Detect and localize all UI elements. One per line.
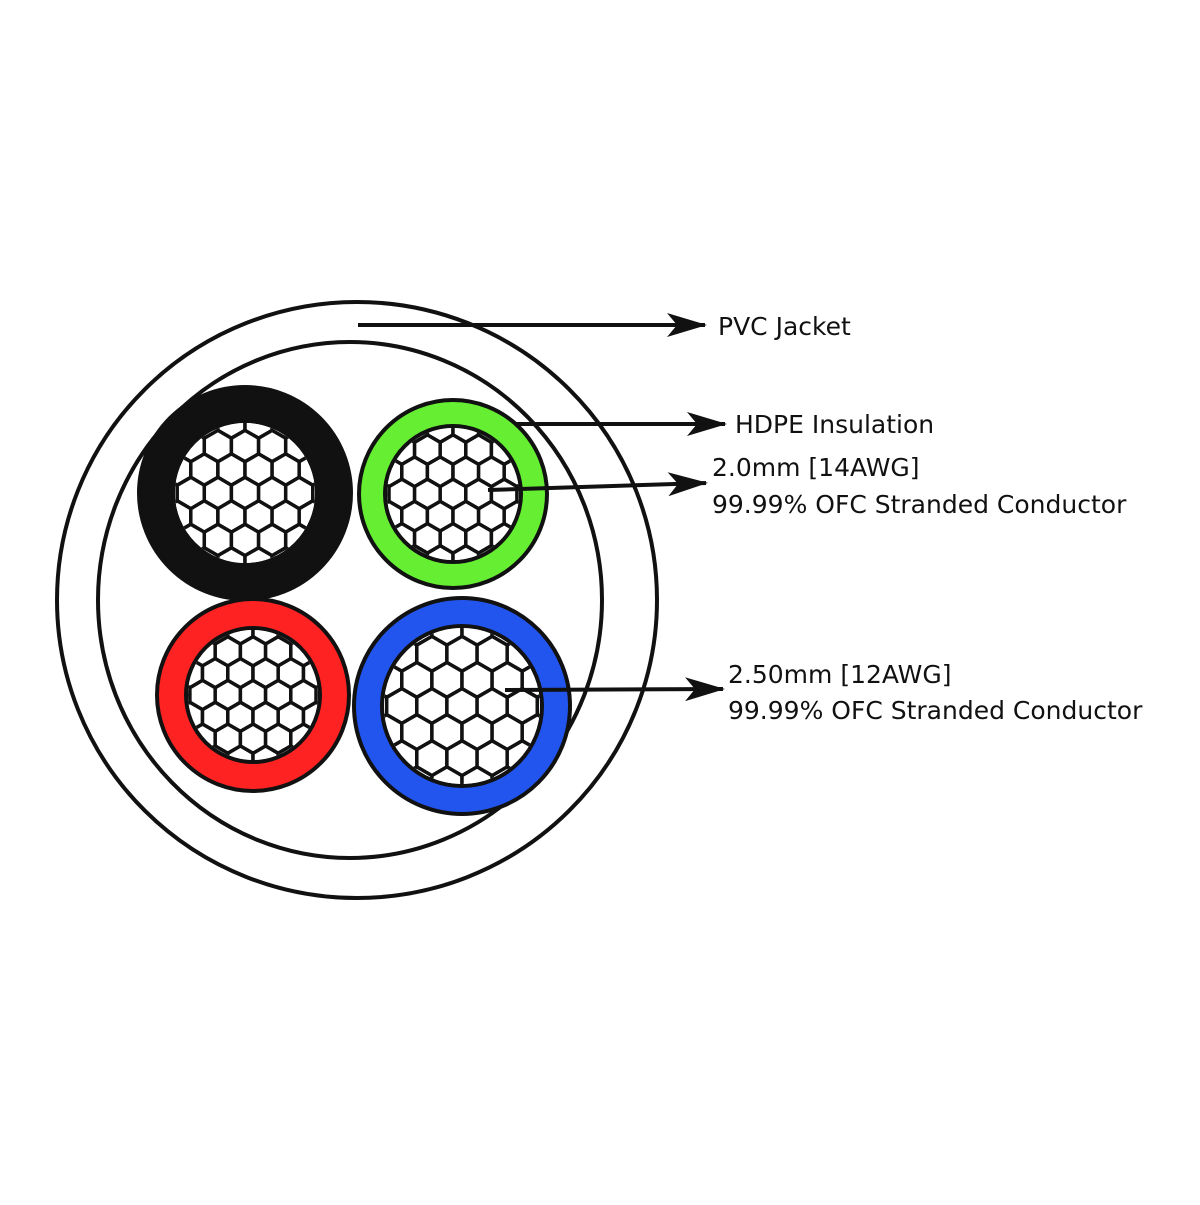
core-red xyxy=(155,597,351,793)
core-blue xyxy=(352,596,572,816)
callout-labels: PVC Jacket HDPE Insulation 2.0mm [14AWG]… xyxy=(712,312,1143,725)
large-conductor-leader-arrow xyxy=(504,677,725,702)
label-small-size: 2.0mm [14AWG] xyxy=(712,453,920,482)
conductor-strand xyxy=(515,477,519,511)
pvc-jacket xyxy=(55,300,659,900)
small-conductor-leader-arrow xyxy=(487,472,708,497)
conductor-strand xyxy=(311,475,315,511)
leader-lines xyxy=(358,313,727,702)
label-large-size: 2.50mm [12AWG] xyxy=(728,660,951,689)
core-green xyxy=(357,398,549,590)
conductor-strand xyxy=(314,678,318,712)
core-black xyxy=(137,385,353,601)
label-small-description: 99.99% OFC Stranded Conductor xyxy=(712,490,1127,519)
conductor-strand xyxy=(535,686,540,726)
label-pvc-jacket: PVC Jacket xyxy=(718,312,851,341)
label-hdpe-insulation: HDPE Insulation xyxy=(735,410,934,439)
label-large-description: 99.99% OFC Stranded Conductor xyxy=(728,696,1143,725)
